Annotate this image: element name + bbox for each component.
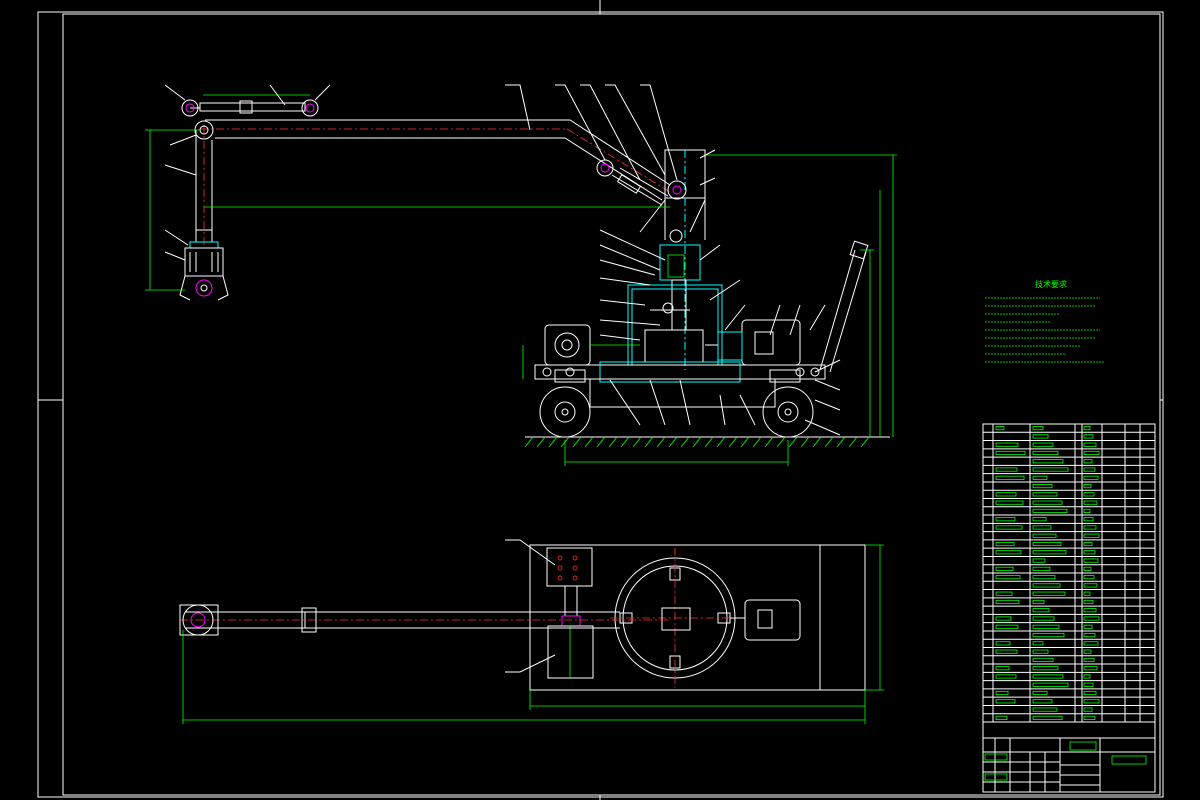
leader-lines	[164, 84, 841, 436]
plan-dimension-lines	[182, 544, 884, 724]
gripper	[179, 229, 229, 301]
ground-line	[524, 436, 890, 448]
left-motor	[544, 324, 640, 366]
dimension-lines	[145, 94, 897, 466]
wheels	[539, 386, 814, 438]
right-motor	[705, 319, 801, 366]
elevation-view	[145, 84, 897, 466]
sheet-frame	[37, 0, 1164, 800]
technical-requirements: 技术要求	[985, 279, 1105, 363]
base-platform	[534, 361, 826, 408]
column-assembly	[627, 149, 723, 370]
parts-list	[982, 423, 1156, 723]
tech-req-title: 技术要求	[1035, 279, 1067, 289]
title-block	[982, 721, 1156, 793]
plan-view	[179, 539, 884, 724]
robot-arm	[181, 99, 671, 245]
push-handle	[819, 240, 869, 373]
